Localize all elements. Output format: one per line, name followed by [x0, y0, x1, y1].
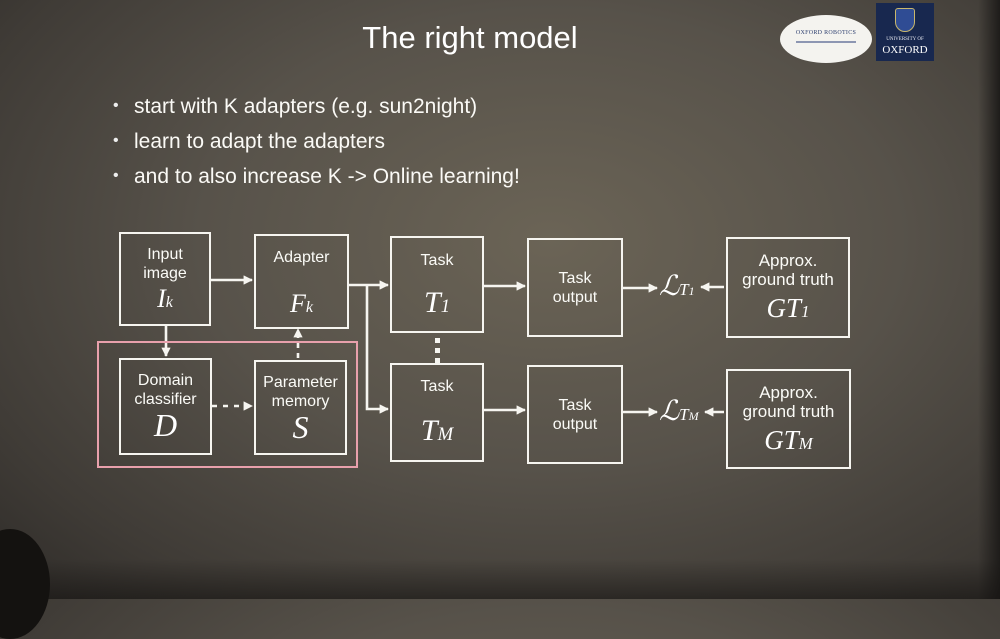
- ellipsis-dots: [435, 338, 440, 363]
- gt-m-approx-label: Approx.: [759, 383, 818, 402]
- oxford-robotics-logo-text: OXFORD ROBOTICS: [795, 30, 857, 36]
- domain-label: Domain: [137, 372, 194, 389]
- adapter-label: Adapter: [273, 249, 330, 266]
- adapter-symbol: Fk: [289, 289, 314, 318]
- task-output-m-label: Task: [558, 396, 592, 414]
- task-m-box: Task TM: [390, 363, 484, 462]
- gt-m-symbol: GTM: [764, 425, 813, 455]
- bullet-list: start with K adapters (e.g. sun2night) l…: [113, 91, 520, 197]
- parameter-label: Parameter: [263, 374, 338, 391]
- gt-1-approx-label: Approx.: [758, 251, 818, 270]
- adaptation-module-highlight: [97, 341, 358, 468]
- slide-title: The right model: [362, 20, 578, 55]
- bottom-shadow: [0, 559, 1000, 599]
- task-output-m-box: Task output: [527, 365, 623, 464]
- task-m-symbol: TM: [420, 414, 454, 447]
- arrow-adapter-to-taskm: [365, 285, 389, 414]
- task-output-m-label: output: [552, 415, 598, 433]
- task-1-symbol: T1: [424, 286, 450, 319]
- gt-1-ground-truth-label: ground truth: [742, 270, 834, 289]
- domain-classifier-symbol: D: [153, 407, 178, 443]
- ground-truth-1-box: Approx. ground truth GT1: [726, 237, 850, 338]
- input-symbol: Ik: [157, 284, 173, 313]
- bullet-item: learn to adapt the adapters: [113, 126, 520, 162]
- image-label: image: [143, 265, 187, 282]
- memory-label: memory: [271, 393, 330, 410]
- parameter-memory-symbol: S: [292, 409, 309, 445]
- task-1-label: Task: [420, 252, 454, 269]
- bullet-item: and to also increase K -> Online learnin…: [113, 161, 520, 197]
- input-label: Input: [147, 246, 183, 263]
- loss-1: ℒT1: [659, 271, 695, 302]
- logo-text-small: UNIVERSITY OF: [886, 37, 924, 42]
- input-image-box: Input image Ik: [119, 232, 211, 326]
- task-1-box: Task T1: [390, 236, 484, 333]
- adapter-box: Adapter Fk: [254, 234, 349, 329]
- gt-m-ground-truth-label: ground truth: [742, 402, 835, 421]
- ground-truth-m-box: Approx. ground truth GTM: [726, 369, 851, 469]
- classifier-label: classifier: [134, 391, 197, 408]
- bullet-item: start with K adapters (e.g. sun2night): [113, 91, 520, 127]
- task-output-1-label: output: [552, 288, 598, 306]
- university-of-oxford-logo: UNIVERSITY OF OXFORD: [876, 3, 934, 61]
- gt-1-symbol: GT1: [766, 293, 810, 323]
- task-output-1-box: Task output: [527, 238, 623, 337]
- logo-underline: [796, 41, 856, 43]
- crest-icon: [895, 8, 915, 32]
- task-m-label: Task: [420, 378, 454, 395]
- loss-m: ℒTM: [659, 396, 699, 427]
- screen-edge-shadow: [978, 0, 1000, 599]
- task-output-1-label: Task: [558, 269, 592, 287]
- oxford-robotics-logo: OXFORD ROBOTICS: [780, 15, 872, 63]
- parameter-memory-box: Parameter memory S: [254, 360, 347, 455]
- domain-classifier-box: Domain classifier D: [119, 358, 212, 455]
- logo-text-big: OXFORD: [882, 44, 928, 56]
